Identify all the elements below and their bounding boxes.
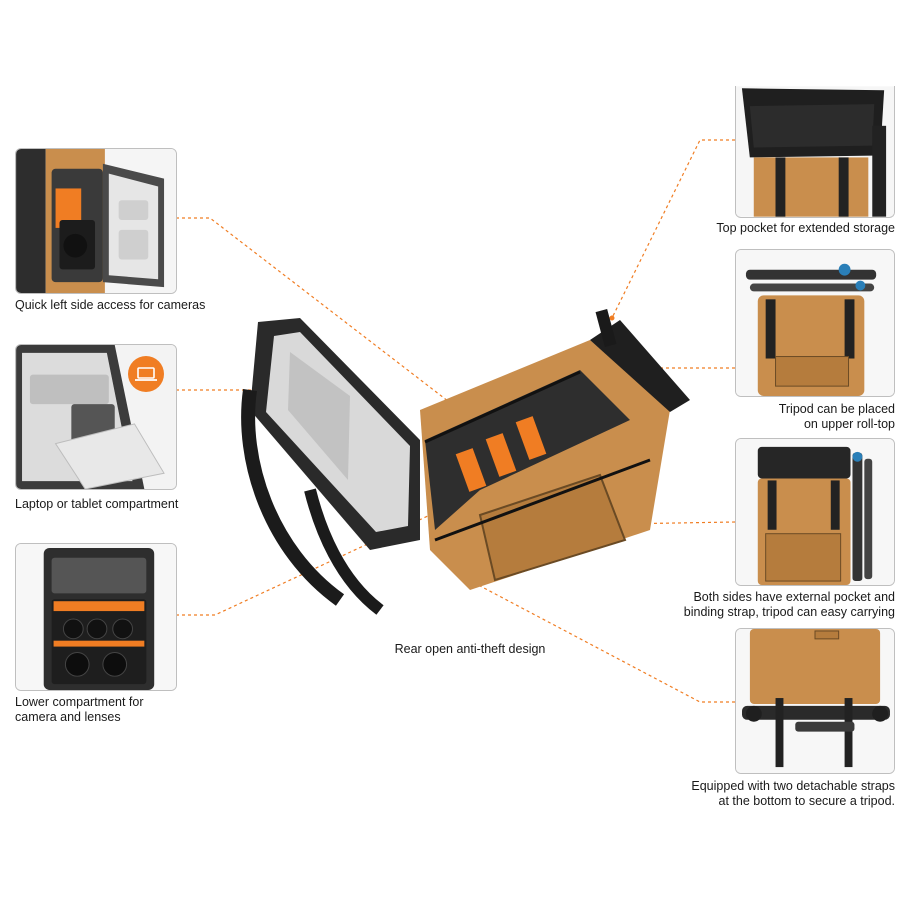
caption-lower-compartment: Lower compartment for camera and lenses (15, 695, 144, 725)
caption-bottom-straps-line1: Equipped with two detachable straps (691, 779, 895, 793)
caption-left-side-access: Quick left side access for cameras (15, 298, 205, 313)
caption-rear-open-text: Rear open anti-theft design (394, 642, 546, 656)
photo-side-pockets (735, 438, 895, 586)
caption-laptop-text: Laptop or tablet compartment (15, 497, 179, 511)
main-backpack-photo (230, 300, 710, 630)
caption-side-pockets-line2: binding strap, tripod can easy carrying (683, 605, 895, 619)
photo-top-pocket (735, 86, 895, 218)
photo-tripod-top (735, 249, 895, 397)
caption-tripod-top-line2: on upper roll-top (803, 417, 895, 431)
laptop-compartment-illustration (16, 345, 176, 489)
caption-bottom-straps: Equipped with two detachable straps at t… (691, 779, 895, 809)
laptop-icon (128, 356, 164, 392)
lower-compartment-illustration (16, 544, 176, 690)
side-pockets-illustration (736, 439, 894, 585)
caption-tripod-top-line1: Tripod can be placed (778, 402, 895, 416)
open-backpack-illustration (241, 309, 690, 615)
bottom-straps-illustration (736, 629, 894, 773)
photo-lower-compartment (15, 543, 177, 691)
caption-top-pocket-text: Top pocket for extended storage (716, 221, 895, 235)
photo-bottom-straps (735, 628, 895, 774)
caption-side-pockets: Both sides have external pocket and bind… (684, 590, 895, 620)
top-pocket-illustration (736, 86, 894, 217)
caption-bottom-straps-line2: at the bottom to secure a tripod. (718, 794, 896, 808)
caption-lower-compartment-line2: camera and lenses (15, 710, 121, 724)
caption-left-side-access-text: Quick left side access for cameras (15, 298, 206, 312)
bag-side-access-illustration (16, 149, 176, 293)
photo-left-side-access (15, 148, 177, 294)
tripod-top-illustration (736, 250, 894, 396)
caption-laptop: Laptop or tablet compartment (15, 497, 178, 512)
caption-tripod-top: Tripod can be placed on upper roll-top (779, 402, 895, 432)
caption-side-pockets-line1: Both sides have external pocket and (693, 590, 895, 604)
caption-lower-compartment-line1: Lower compartment for (15, 695, 144, 709)
caption-top-pocket: Top pocket for extended storage (716, 221, 895, 236)
caption-rear-open: Rear open anti-theft design (380, 642, 560, 657)
